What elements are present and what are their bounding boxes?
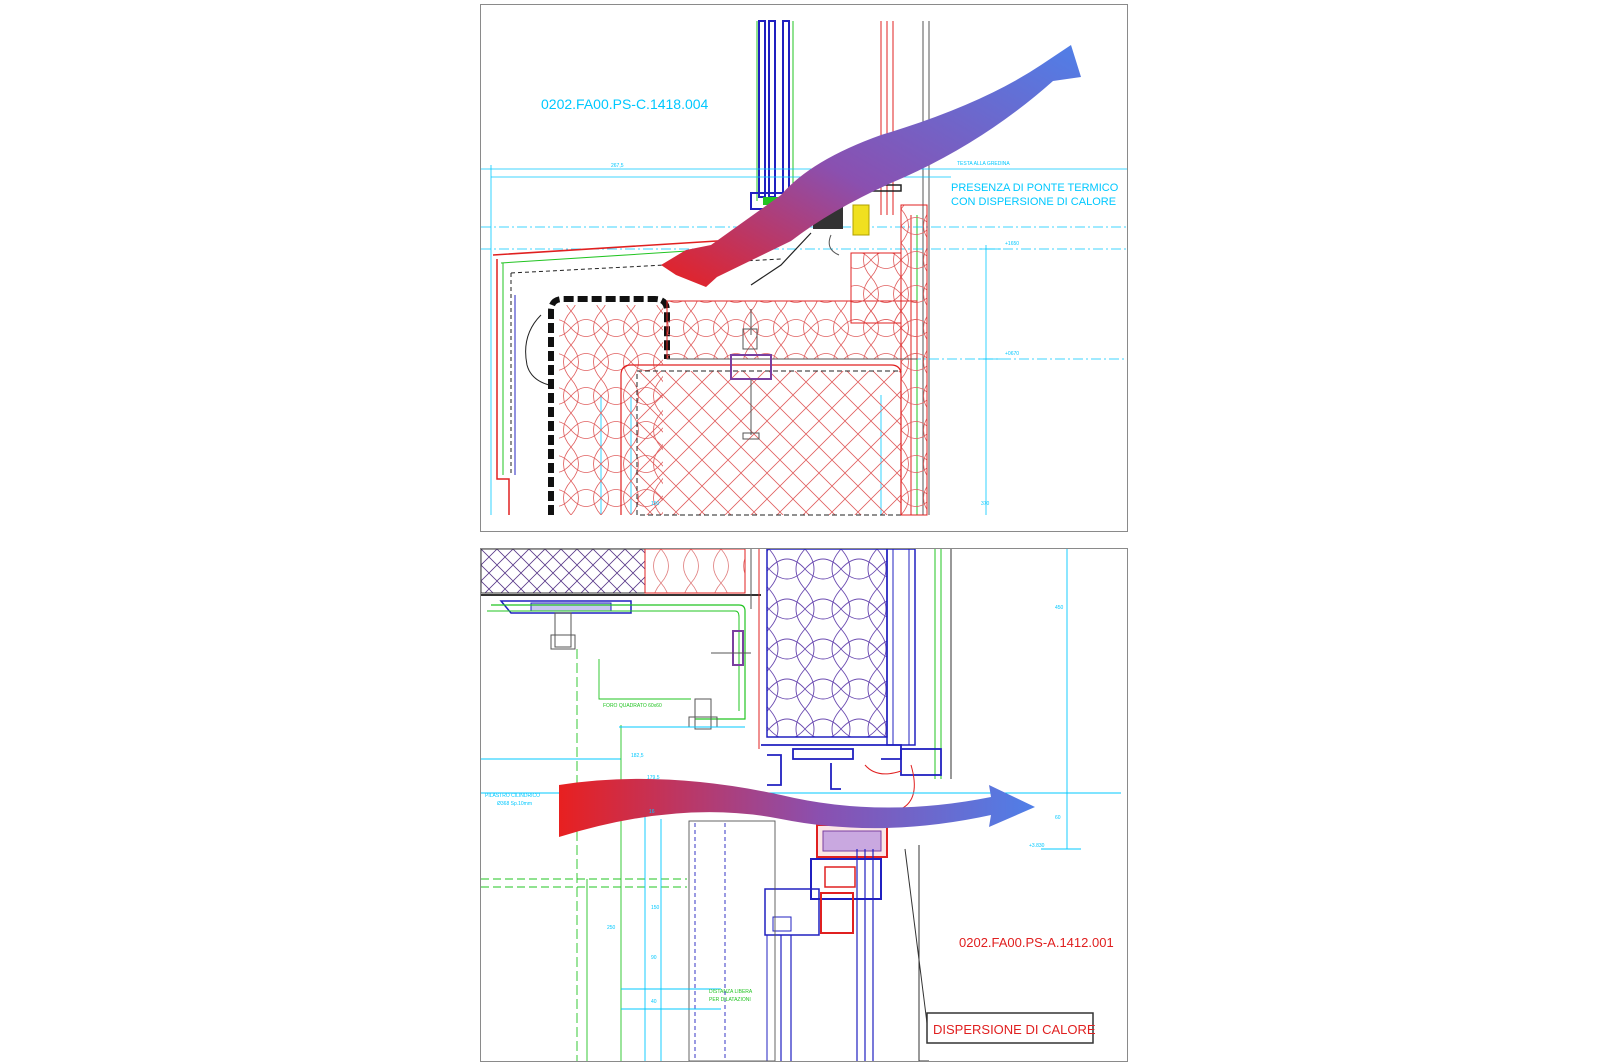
guide-lines [481,549,1121,1061]
bottom-detail-drawing: DISPERSIONE DI CALORE 0202.FA00.PS-A.141… [481,549,1121,1061]
label-pillar-1: PILASTRO CILINDRICO [485,793,540,799]
dim-left-5: 40 [651,999,657,1005]
dim-mid-right: 60 [1055,815,1061,821]
callout-box [926,1012,1094,1044]
drawing-code-bottom: 0202.FA00.PS-A.1412.001 [959,935,1114,950]
ceiling-slab [481,549,761,720]
anchor-bracket [730,309,772,440]
label-hole: FORO QUADRATO 60x60 [603,703,662,709]
dim-side: 370 [981,501,990,507]
wall-insulation [750,549,952,779]
dim-bottom: 150 [651,501,660,507]
dim-left-1: 182,5 [631,753,644,759]
dim-left-3: 250 [607,925,616,931]
label-pillar-2: Ø368 Sp.10mm [497,801,532,807]
top-detail-panel: 0202.FA00.PS-C.1418.004 PRESENZA DI PONT… [480,4,1128,532]
dim-top-right: 450 [1055,605,1064,611]
top-detail-drawing: 0202.FA00.PS-C.1418.004 PRESENZA DI PONT… [481,20,1127,516]
dim-left-6: 90 [651,955,657,961]
window-frame-bottom [764,824,888,1061]
level-1: +1650 [1005,241,1019,247]
bolts [550,612,751,730]
callout-leader [904,848,928,1024]
sill-profile-bottom [761,744,942,810]
dim-center: 16 [649,809,655,815]
level-2: +0670 [1005,351,1019,357]
dim-left-4: 150 [651,905,660,911]
dim-left-2: 179,5 [647,775,660,781]
heat-loss-arrow-bottom [559,778,1035,837]
dim-width: 267,5 [611,163,624,169]
window-frame [756,20,794,201]
drawing-code-top: 0202.FA00.PS-C.1418.004 [541,96,709,112]
label-clearance-1: DISTANZA LIBERA [709,989,753,995]
level-right: +3.830 [1029,843,1045,849]
bottom-detail-panel: DISPERSIONE DI CALORE 0202.FA00.PS-A.141… [480,548,1128,1062]
concrete-core [620,358,917,516]
callout-text: DISPERSIONE DI CALORE [933,1022,1096,1037]
note-top: TESTA ALLA GREDINA [957,161,1010,167]
thermal-bridge-note-line2: CON DISPERSIONE DI CALORE [951,196,1116,208]
thermal-bridge-note-line1: PRESENZA DI PONTE TERMICO [951,182,1119,194]
label-clearance-2: PER DILATAZIONI [709,997,751,1003]
heat-loss-arrow [661,45,1081,287]
